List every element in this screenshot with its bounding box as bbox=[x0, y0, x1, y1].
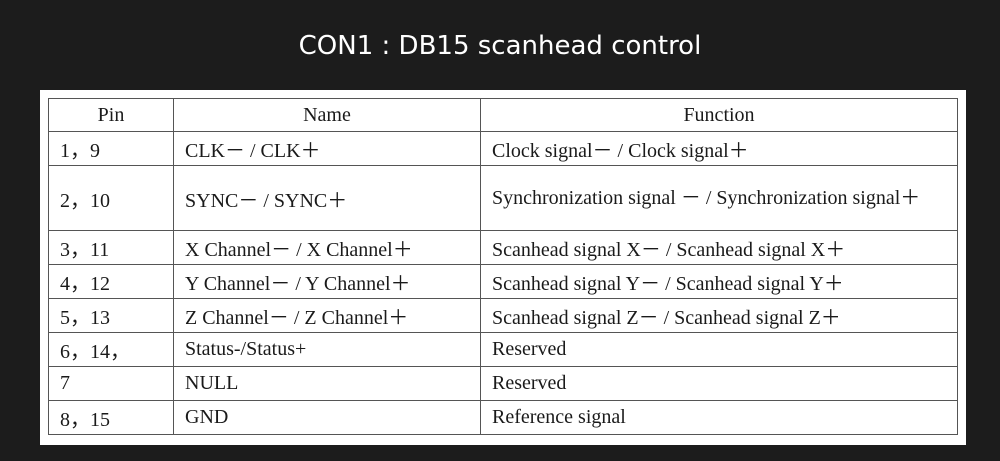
cell-function: Scanhead signal Y－ / Scanhead signal Y＋ bbox=[480, 264, 958, 299]
header-pin: Pin bbox=[48, 98, 174, 132]
cell-pin: 1，9 bbox=[48, 131, 174, 166]
cell-function: Reserved bbox=[480, 366, 958, 401]
table-row: 8，15 GND Reference signal bbox=[48, 400, 958, 435]
cell-pin: 5，13 bbox=[48, 298, 174, 333]
page-title: CON1 : DB15 scanhead control bbox=[298, 31, 702, 61]
table-row: 5，13 Z Channel－ / Z Channel＋ Scanhead si… bbox=[48, 298, 958, 333]
pin-table: Pin Name Function 1，9 CLK－ / CLK＋ Clock … bbox=[48, 98, 958, 435]
cell-pin: 2，10 bbox=[48, 165, 174, 231]
cell-name: GND bbox=[173, 400, 481, 435]
cell-pin: 4，12 bbox=[48, 264, 174, 299]
cell-pin: 6，14， bbox=[48, 332, 174, 367]
cell-function: Reserved bbox=[480, 332, 958, 367]
cell-name: CLK－ / CLK＋ bbox=[173, 131, 481, 166]
cell-name: Y Channel－ / Y Channel＋ bbox=[173, 264, 481, 299]
header-function: Function bbox=[480, 98, 958, 132]
cell-function: Clock signal－ / Clock signal＋ bbox=[480, 131, 958, 166]
table-row: 7 NULL Reserved bbox=[48, 366, 958, 401]
cell-function: Synchronization signal － / Synchronizati… bbox=[480, 165, 958, 231]
cell-name: SYNC－ / SYNC＋ bbox=[173, 165, 481, 231]
cell-name: Z Channel－ / Z Channel＋ bbox=[173, 298, 481, 333]
cell-name: Status-/Status+ bbox=[173, 332, 481, 367]
cell-function: Scanhead signal X－ / Scanhead signal X＋ bbox=[480, 230, 958, 265]
table-row: 6，14， Status-/Status+ Reserved bbox=[48, 332, 958, 367]
cell-pin: 8，15 bbox=[48, 400, 174, 435]
cell-name: X Channel－ / X Channel＋ bbox=[173, 230, 481, 265]
cell-pin: 7 bbox=[48, 366, 174, 401]
cell-function: Scanhead signal Z－ / Scanhead signal Z＋ bbox=[480, 298, 958, 333]
table-row: 4，12 Y Channel－ / Y Channel＋ Scanhead si… bbox=[48, 264, 958, 299]
cell-name: NULL bbox=[173, 366, 481, 401]
cell-pin: 3，11 bbox=[48, 230, 174, 265]
cell-function: Reference signal bbox=[480, 400, 958, 435]
table-row: 3，11 X Channel－ / X Channel＋ Scanhead si… bbox=[48, 230, 958, 265]
table-row: 2，10 SYNC－ / SYNC＋ Synchronization signa… bbox=[48, 165, 958, 231]
table-row: 1，9 CLK－ / CLK＋ Clock signal－ / Clock si… bbox=[48, 131, 958, 166]
header-name: Name bbox=[173, 98, 481, 132]
table-header-row: Pin Name Function bbox=[48, 98, 958, 132]
table-panel: Pin Name Function 1，9 CLK－ / CLK＋ Clock … bbox=[40, 90, 966, 445]
